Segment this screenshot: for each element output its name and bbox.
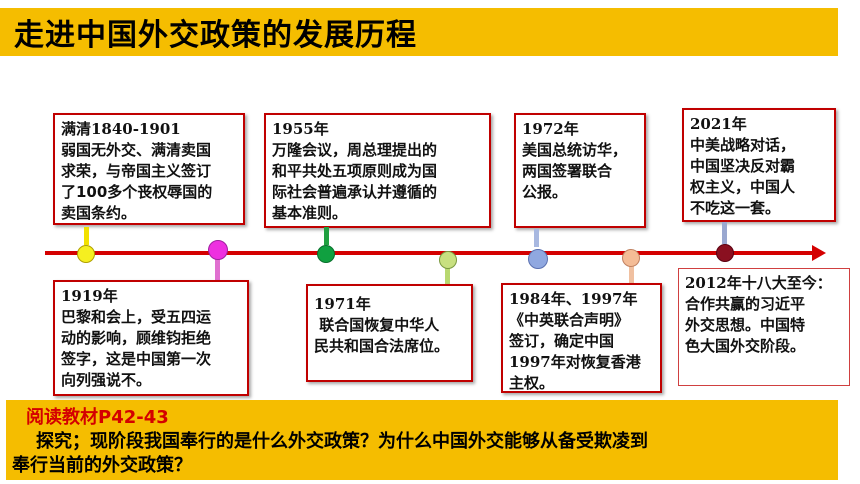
timeline-dot-icon bbox=[208, 240, 228, 260]
event-line: 弱国无外交、满清卖国 bbox=[61, 141, 212, 159]
event-line: 和平共处五项原则成为国 bbox=[272, 162, 438, 180]
timeline-arrow-icon bbox=[812, 245, 826, 261]
timeline-dot-icon bbox=[77, 245, 95, 263]
event-line: 基本准则。 bbox=[272, 204, 348, 222]
marker-stem bbox=[445, 268, 450, 286]
page-title: 走进中国外交政策的发展历程 bbox=[14, 18, 417, 53]
event-line: 万隆会议，周总理提出的 bbox=[272, 141, 438, 159]
marker-stem bbox=[722, 222, 727, 244]
event-line: 1972年 bbox=[522, 120, 579, 138]
event-box-2021: 2021年 中美战略对话， 中国坚决反对霸 权主义，中国人 不吃这一套。 bbox=[682, 108, 836, 222]
event-line: 不吃这一套。 bbox=[690, 199, 781, 217]
event-box-1971: 1971年 联合国恢复中华人 民共和国合法席位。 bbox=[306, 284, 473, 382]
event-line: 签订，确定中国 bbox=[509, 332, 615, 350]
marker-stem bbox=[84, 227, 89, 245]
timeline-dot-icon bbox=[716, 244, 734, 262]
event-line: 卖国条约。 bbox=[61, 204, 137, 222]
event-line: 2021年 bbox=[690, 115, 747, 133]
reading-label: 阅读教材P42-43 bbox=[26, 407, 169, 428]
event-line: 2012年十八大至今： bbox=[685, 274, 832, 292]
event-line: 1997年对恢复香港 bbox=[509, 353, 641, 371]
timeline-dot-icon bbox=[317, 245, 335, 263]
event-line: 1919年 bbox=[61, 287, 118, 305]
timeline-dot-icon bbox=[528, 249, 548, 269]
event-line: 公报。 bbox=[522, 183, 568, 201]
event-box-2012: 2012年十八大至今： 合作共赢的习近平 外交思想。中国特 色大国外交阶段。 bbox=[678, 268, 850, 386]
event-line: 了100多个丧权辱国的 bbox=[61, 183, 213, 201]
question-line-1: 探究；现阶段我国奉行的是什么外交政策？为什么中国外交能够从备受欺凌到 bbox=[36, 431, 648, 452]
timeline-dot-icon bbox=[622, 249, 640, 267]
event-line: 色大国外交阶段。 bbox=[685, 337, 806, 355]
timeline-axis bbox=[45, 251, 815, 255]
event-line: 《中英联合声明》 bbox=[509, 311, 630, 329]
event-line: 中国坚决反对霸 bbox=[690, 157, 796, 175]
event-line: 民共和国合法席位。 bbox=[314, 337, 450, 355]
event-line: 权主义，中国人 bbox=[690, 178, 796, 196]
marker-stem bbox=[215, 259, 220, 281]
title-banner: 走进中国外交政策的发展历程 bbox=[0, 8, 838, 56]
event-line: 求荣，与帝国主义签订 bbox=[61, 162, 212, 180]
event-line: 1984年、1997年 bbox=[509, 290, 638, 308]
marker-stem bbox=[324, 227, 329, 245]
marker-stem bbox=[629, 266, 634, 284]
event-box-1919: 1919年 巴黎和会上，受五四运 动的影响，顾维钧拒绝 签字，这是中国第一次 向… bbox=[53, 280, 249, 396]
event-line: 1955年 bbox=[272, 120, 329, 138]
reading-question-box: 阅读教材P42-43 探究；现阶段我国奉行的是什么外交政策？为什么中国外交能够从… bbox=[6, 400, 838, 480]
event-box-1984-1997: 1984年、1997年 《中英联合声明》 签订，确定中国 1997年对恢复香港 … bbox=[501, 283, 662, 393]
event-box-1972: 1972年 美国总统访华， 两国签署联合 公报。 bbox=[514, 113, 646, 228]
event-line: 向列强说不。 bbox=[61, 371, 152, 389]
event-line: 联合国恢复中华人 bbox=[314, 316, 440, 334]
timeline-dot-icon bbox=[439, 251, 457, 269]
event-line: 巴黎和会上，受五四运 bbox=[61, 308, 212, 326]
event-box-qing: 满清1840-1901 弱国无外交、满清卖国 求荣，与帝国主义签订 了100多个… bbox=[53, 113, 245, 225]
marker-stem bbox=[534, 229, 539, 247]
event-line: 合作共赢的习近平 bbox=[685, 295, 806, 313]
event-line: 中美战略对话， bbox=[690, 136, 796, 154]
event-line: 动的影响，顾维钧拒绝 bbox=[61, 329, 212, 347]
event-line: 签字，这是中国第一次 bbox=[61, 350, 212, 368]
event-line: 美国总统访华， bbox=[522, 141, 628, 159]
event-box-1955: 1955年 万隆会议，周总理提出的 和平共处五项原则成为国 际社会普遍承认并遵循… bbox=[264, 113, 491, 228]
event-line: 外交思想。中国特 bbox=[685, 316, 806, 334]
event-line: 1971年 bbox=[314, 295, 371, 313]
event-line: 两国签署联合 bbox=[522, 162, 613, 180]
question-line-2: 奉行当前的外交政策？ bbox=[12, 455, 192, 476]
event-line: 主权。 bbox=[509, 374, 555, 392]
event-line: 满清1840-1901 bbox=[61, 120, 181, 138]
event-line: 际社会普遍承认并遵循的 bbox=[272, 183, 438, 201]
